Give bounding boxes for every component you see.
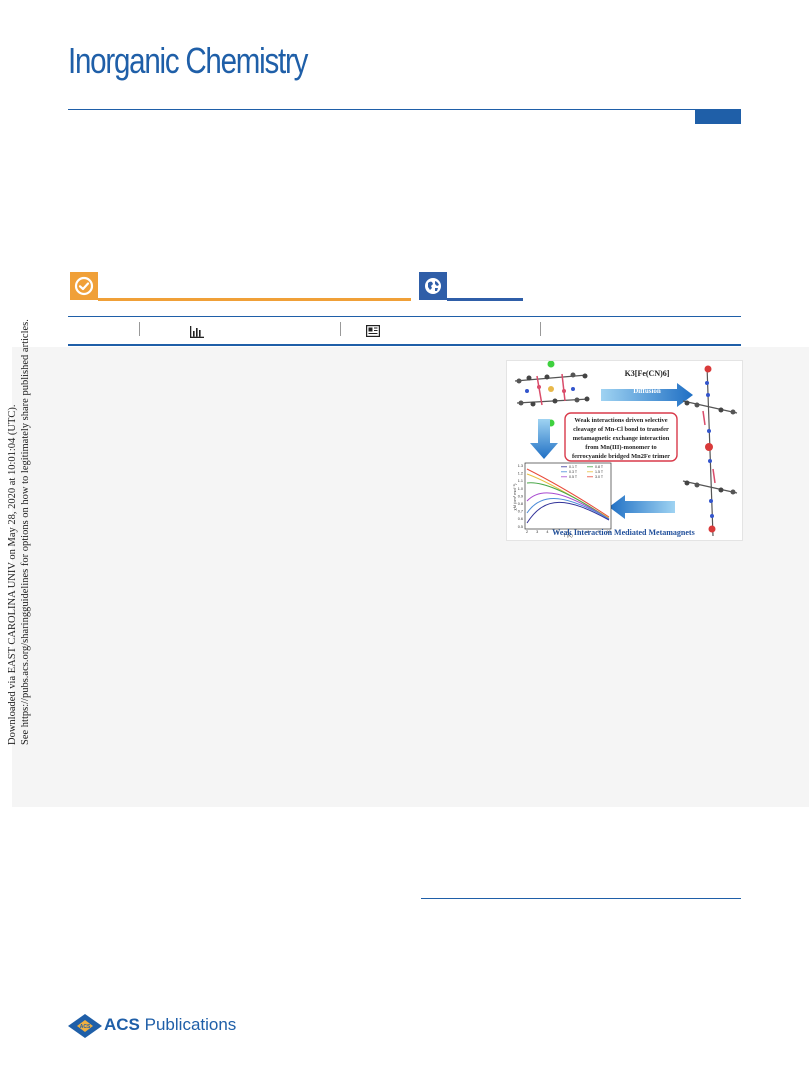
down-arrow (530, 419, 558, 459)
publisher-publications: Publications (144, 1015, 237, 1034)
reagent-label: K3[Fe(CN)6] (625, 369, 670, 378)
plot-ylabel: χM (cm³ mol⁻¹) (512, 483, 517, 511)
note-line: Weak interactions driven selective (574, 417, 667, 424)
reagent-sub-label: Diffusion (633, 387, 661, 395)
open-access-badge[interactable] (70, 272, 98, 300)
global-access-badge[interactable] (419, 272, 447, 300)
globe-icon (425, 278, 441, 294)
plot-ytick: 1.1 (518, 479, 523, 483)
plot-legend-label: 1.5 T (595, 470, 604, 474)
susceptibility-plot: 1.3 1.2 1.1 1.0 0.9 0.8 0.7 0.6 0.5 2 3 4 5 6 7 8 9 10 χ… (512, 462, 612, 538)
plot-xtick: 8 (587, 530, 589, 534)
metrics-separator (139, 322, 140, 336)
plot-ytick: 0.5 (518, 525, 523, 529)
plot-xtick: 5 (557, 530, 559, 534)
plot-xtick: 10 (606, 530, 610, 534)
plot-ytick: 0.8 (518, 502, 523, 506)
newspaper-icon[interactable] (366, 325, 380, 337)
plot-xtick: 4 (546, 530, 548, 534)
plot-legend-label: 0.1 T (569, 465, 578, 469)
acs-logo: ACS (68, 1014, 102, 1038)
metrics-separator (540, 322, 541, 336)
publisher-acs: ACS (104, 1015, 140, 1034)
open-access-underline (98, 298, 411, 301)
plot-xtick: 3 (536, 530, 538, 534)
note-line: metamagnetic exchange interaction (573, 435, 670, 442)
metrics-bar-top-rule (68, 316, 741, 317)
footnote-divider (421, 898, 741, 899)
plot-xtick: 9 (597, 530, 599, 534)
plot-ytick: 0.6 (518, 517, 523, 521)
note-line: ferrocyanide bridged Mn2Fe trimer (572, 453, 670, 460)
plot-ytick: 1.2 (518, 472, 523, 476)
metrics-bar-bottom-rule (68, 344, 741, 346)
plot-xtick: 6 (567, 530, 569, 534)
plot-ytick: 0.7 (518, 510, 523, 514)
reaction-arrow (601, 383, 693, 407)
plot-legend-label: 0.3 T (569, 470, 578, 474)
sharing-guidelines-line[interactable]: See https://pubs.acs.org/sharingguidelin… (20, 319, 31, 745)
mechanism-note-box (564, 412, 678, 462)
publisher-name: ACS Publications (104, 1015, 236, 1035)
toc-caption: Weak Interaction Mediated Metamagnets (552, 528, 695, 537)
note-line: cleavage of Mn-Cl bond to transfer (573, 426, 669, 433)
plot-ytick: 0.9 (518, 494, 523, 498)
plot-legend-label: 3.0 T (595, 475, 604, 479)
note-line: from Mn(III)-monomer to (585, 444, 656, 451)
bar-chart-icon[interactable] (190, 326, 204, 338)
plot-legend-label: 0.8 T (595, 465, 604, 469)
global-access-underline (447, 298, 523, 301)
plot-xlabel: T (K) (563, 533, 573, 538)
toc-graphic: K3[Fe(CN)6] Diffusion Weak interactions … (506, 360, 743, 541)
return-arrow (609, 495, 675, 519)
header-tab-marker (695, 110, 741, 124)
metrics-separator (340, 322, 341, 336)
check-circle-icon (74, 276, 94, 296)
header-divider (68, 109, 741, 110)
download-notice-line: Downloaded via EAST CAROLINA UNIV on May… (7, 404, 18, 745)
journal-title: Inorganic Chemistry (68, 40, 308, 81)
acs-logo-text: ACS (80, 1024, 91, 1030)
trimer-chain (682, 365, 738, 537)
plot-ytick: 1.3 (518, 464, 523, 468)
plot-legend-label: 0.5 T (569, 475, 578, 479)
toc-graphic-art: K3[Fe(CN)6] Diffusion Weak interactions … (512, 360, 738, 538)
download-notice: Downloaded via EAST CAROLINA UNIV on May… (6, 315, 32, 745)
plot-xtick: 7 (577, 530, 579, 534)
plot-xtick: 2 (526, 530, 528, 534)
plot-ytick: 1.0 (518, 487, 523, 491)
